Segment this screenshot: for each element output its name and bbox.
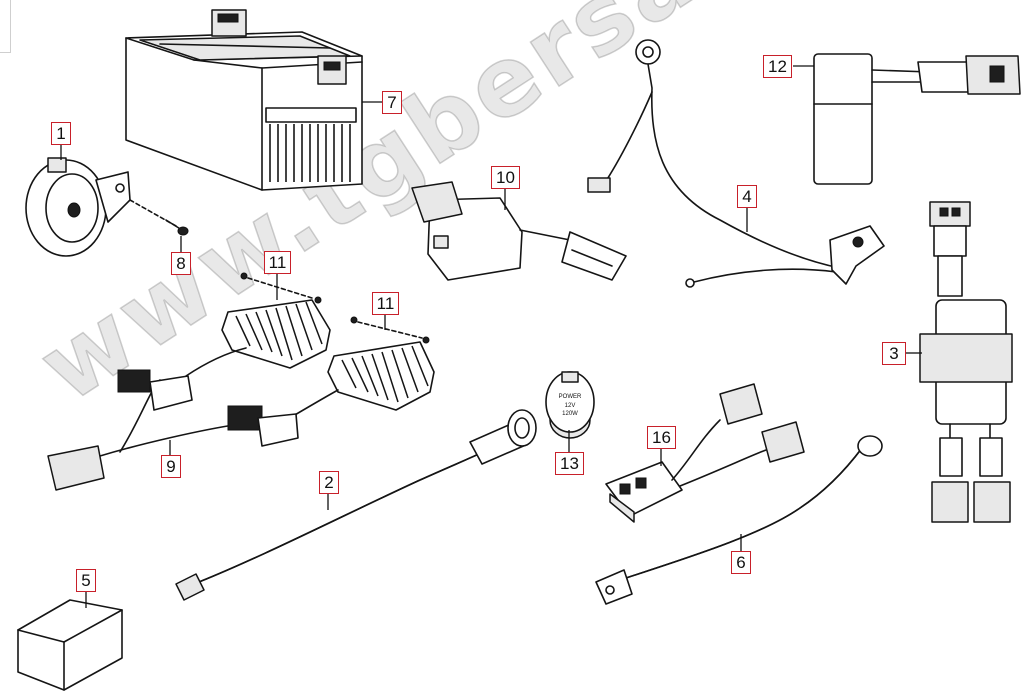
battery-cable-plus-drawing: [587, 39, 885, 288]
label-power-socket: 13: [555, 452, 584, 475]
cdi-drawing: [813, 53, 1021, 185]
battery-drawing: [125, 9, 363, 191]
regulator-harness-drawing: [47, 347, 339, 491]
label-horn: 1: [51, 122, 71, 145]
label-regulator-a: 11: [264, 251, 291, 274]
frame-corner: [0, 0, 11, 53]
battery-cable-minus-drawing: [595, 435, 883, 605]
ignition-coil-drawing: [919, 201, 1013, 523]
leader-lines: [60, 65, 922, 608]
label-battery: 7: [382, 91, 402, 114]
label-horn-screw: 8: [171, 252, 191, 275]
socket-marking-voltage: 12V: [565, 403, 576, 409]
label-ignition-coil: 3: [882, 342, 906, 365]
label-main-harness: 2: [319, 471, 339, 494]
main-harness-drawing: [175, 409, 537, 601]
horn-drawing: [25, 157, 131, 257]
label-battery-cable-plus: 4: [737, 185, 757, 208]
regulator-b-drawing: [327, 316, 435, 411]
relay-box-drawing: [17, 599, 123, 691]
fuse-box-drawing: [605, 383, 805, 523]
screw-drawing: [129, 199, 189, 236]
label-relay-box: 5: [76, 569, 96, 592]
label-cdi-unit: 12: [763, 55, 792, 78]
socket-marking-power: POWER: [559, 394, 582, 400]
label-battery-cable-minus: 6: [731, 551, 751, 574]
label-starter-relay: 10: [491, 166, 520, 189]
label-regulator-harness: 9: [161, 455, 181, 478]
regulator-a-drawing: [221, 272, 331, 369]
starter-relay-drawing: [411, 181, 627, 281]
socket-marking-wattage: 120W: [562, 411, 578, 417]
label-fuse-box: 16: [647, 426, 676, 449]
label-regulator-b: 11: [372, 292, 399, 315]
power-socket-drawing: [545, 371, 595, 439]
